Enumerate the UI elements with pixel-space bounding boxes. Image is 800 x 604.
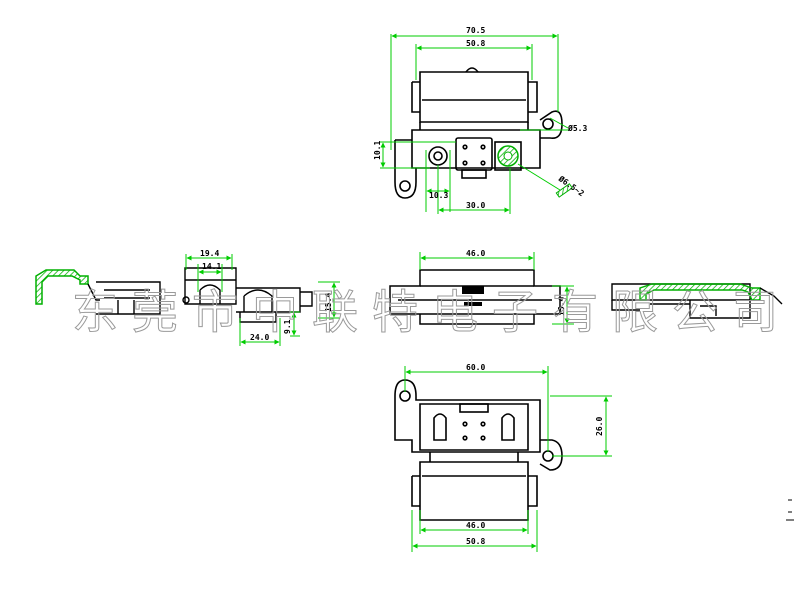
right-section-view xyxy=(611,283,783,319)
top-view: 70.5 50.8 Ø5.3 10.1 10.3 30.0 Ø6.5~2 xyxy=(373,26,587,214)
side-view: 19.4 14.1 24.0 9.1 15.4 xyxy=(182,249,340,346)
dim-side-height: 15.4 xyxy=(324,293,333,312)
dim-front-width: 46.0 xyxy=(466,249,485,258)
dim-inner-width: 46.0 xyxy=(466,521,485,530)
bottom-view: 60.0 26.0 46.0 50.8 xyxy=(394,363,612,552)
dim-outer-width: 50.8 xyxy=(466,537,485,546)
dim-height-small: 9.1 xyxy=(283,319,292,334)
dim-width-bottom: 24.0 xyxy=(250,333,269,342)
front-view: 46.0 15.4 xyxy=(389,249,574,325)
dim-height: 10.1 xyxy=(373,141,382,160)
dim-mount-height: 26.0 xyxy=(595,417,604,436)
dim-pitch: 30.0 xyxy=(466,201,485,210)
end-section-view xyxy=(35,269,161,315)
edge-marks xyxy=(786,499,794,521)
dim-overall-width: 70.5 xyxy=(466,26,485,35)
company-watermark: 东莞市中联特电子有限公司 xyxy=(72,285,792,339)
dim-mount-width: 60.0 xyxy=(466,363,485,372)
dim-width-top: 19.4 xyxy=(200,249,219,258)
dim-body-width: 50.8 xyxy=(466,39,485,48)
dim-offset: 10.3 xyxy=(429,191,448,200)
dim-front-height: 15.4 xyxy=(557,297,566,316)
dim-width-inner: 14.1 xyxy=(202,262,221,271)
dim-hole-diameter: Ø5.3 xyxy=(567,123,587,133)
